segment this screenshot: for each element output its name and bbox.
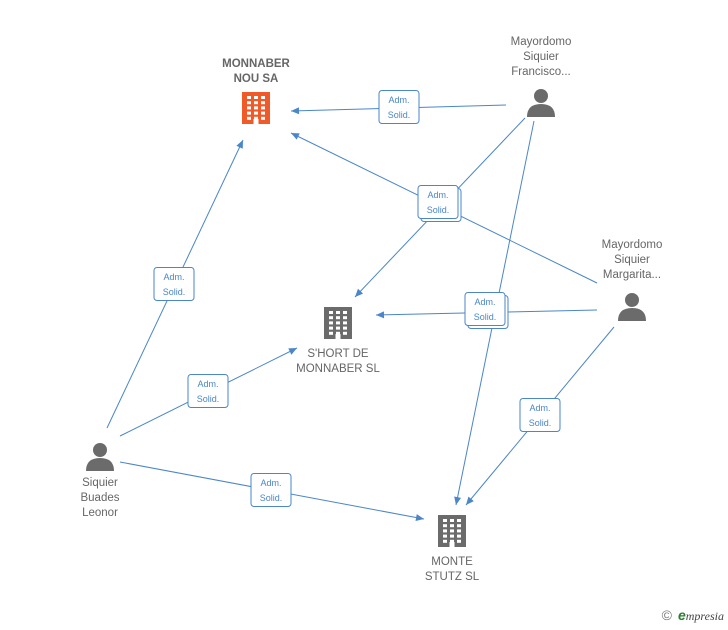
node-label-margarita: Mayordomo <box>602 239 663 251</box>
building-icon <box>324 307 352 339</box>
badge-label: Solid. <box>388 110 411 120</box>
badge-label: Solid. <box>163 287 186 297</box>
node-label-margarita: Margarita... <box>603 269 661 281</box>
badge-label: Adm. <box>388 95 409 105</box>
brand-logo-e: e <box>677 607 686 623</box>
badges-layer: Adm. Solid. Adm. Solid. Adm. Solid. Adm. Solid.… <box>153 90 561 507</box>
badge-label: Adm. <box>197 379 218 389</box>
node-label-francisco: Mayordomo <box>511 36 572 48</box>
arrowhead-monte <box>454 496 462 505</box>
arrowhead-monnaber <box>291 107 300 115</box>
node-francisco[interactable]: MayordomoSiquierFrancisco... <box>511 36 572 117</box>
node-monte[interactable]: MONTE STUTZ SL <box>425 515 480 583</box>
node-label-leonor: Leonor <box>82 507 118 519</box>
badge-box <box>250 473 292 507</box>
arrowhead-short <box>288 348 297 355</box>
node-label-short: S'HORT DE <box>307 348 369 360</box>
badge-label: Solid. <box>474 312 497 322</box>
badge-label: Adm. <box>163 272 184 282</box>
arrowhead-short <box>376 311 385 319</box>
badge-label: Solid. <box>260 493 283 503</box>
badge-label: Adm. <box>529 403 550 413</box>
node-label-leonor: Buades <box>80 492 119 504</box>
relation-badge[interactable]: Adm. Solid. <box>153 267 195 301</box>
badge-box <box>153 267 195 301</box>
badge-box <box>417 185 459 219</box>
person-icon <box>618 293 646 321</box>
node-label-monnaber: NOU SA <box>234 73 279 85</box>
relation-badge[interactable]: Adm. Solid. <box>417 185 459 219</box>
node-monnaber[interactable]: MONNABER NOU SA <box>222 58 291 124</box>
node-label-monte: STUTZ SL <box>425 571 480 583</box>
person-icon <box>527 89 555 117</box>
badge-label: Solid. <box>197 394 220 404</box>
arrowhead-monte <box>466 496 474 505</box>
relation-badge[interactable]: Adm. Solid. <box>250 473 292 507</box>
badge-label: Solid. <box>529 418 552 428</box>
copyright-symbol: © <box>661 607 672 623</box>
badge-box <box>519 398 561 432</box>
node-label-francisco: Siquier <box>523 51 559 63</box>
badge-label: Adm. <box>427 190 448 200</box>
relation-badge[interactable]: Adm. Solid. <box>187 374 229 408</box>
arrowhead-monnaber <box>236 140 243 149</box>
badge-label: Solid. <box>427 205 450 215</box>
brand-logo-text: mpresia <box>685 609 724 623</box>
node-label-margarita: Siquier <box>614 254 650 266</box>
arrowhead-monnaber <box>291 133 300 140</box>
building-icon <box>242 92 270 124</box>
node-label-leonor: Siquier <box>82 477 118 489</box>
relation-badge[interactable]: Adm. Solid. <box>519 398 561 432</box>
node-label-monte: MONTE <box>431 556 473 568</box>
person-icon <box>86 443 114 471</box>
footer-brand: © empresia <box>662 607 724 624</box>
node-short[interactable]: S'HORT DE MONNABER SL <box>296 307 380 375</box>
arrowhead-monte <box>415 514 424 521</box>
edges-layer <box>106 104 615 521</box>
node-label-francisco: Francisco... <box>511 66 570 78</box>
node-label-short: MONNABER SL <box>296 363 380 375</box>
nodes-layer: MONNABER NOU SA S'HORT DE MONNABER SL MONTE S… <box>80 36 662 583</box>
relation-badge[interactable]: Adm. Solid. <box>464 292 506 326</box>
badge-label: Adm. <box>474 297 495 307</box>
node-label-monnaber: MONNABER <box>222 58 290 70</box>
arrowhead-short <box>355 288 364 297</box>
badge-label: Adm. <box>260 478 281 488</box>
badge-box <box>378 90 420 124</box>
badge-box <box>187 374 229 408</box>
node-margarita[interactable]: MayordomoSiquierMargarita... <box>602 239 663 321</box>
badge-box <box>464 292 506 326</box>
building-icon <box>438 515 466 547</box>
relation-badge[interactable]: Adm. Solid. <box>378 90 420 124</box>
